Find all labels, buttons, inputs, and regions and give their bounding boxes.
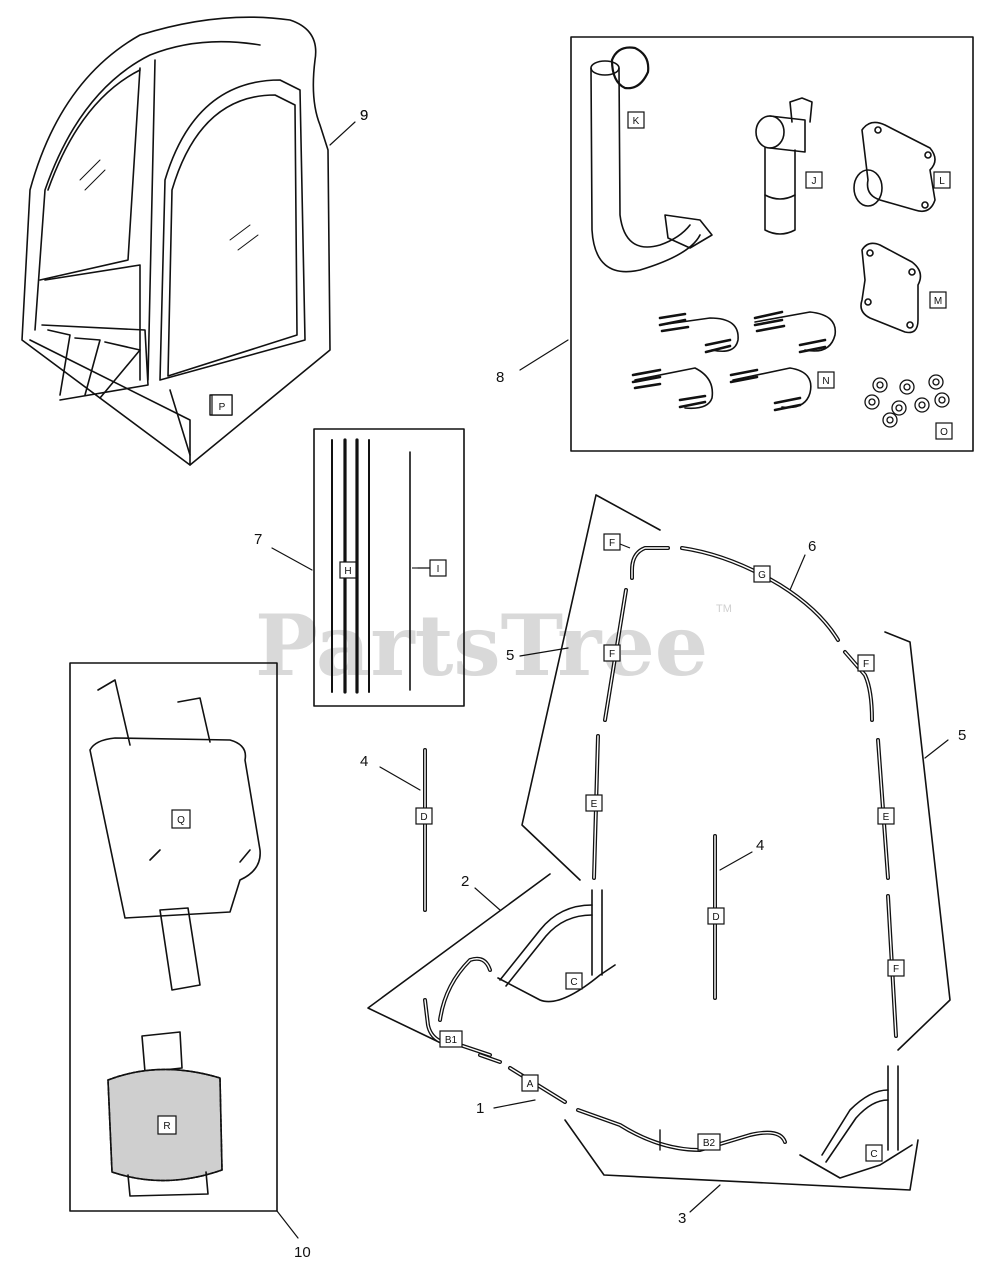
callout-5-right: 5 [958, 727, 966, 744]
label-c-right: C [870, 1149, 877, 1160]
watermark: PartsTree [255, 596, 708, 695]
callouts: 9 8 7 6 5 5 4 4 2 1 3 10 [254, 107, 966, 1261]
label-q: Q [177, 815, 185, 826]
nuts-o [864, 374, 950, 428]
label-b1: B1 [445, 1035, 458, 1046]
flange-l [853, 121, 936, 213]
label-f-left: F [609, 649, 615, 660]
weight-bag-q [89, 679, 261, 991]
rods-box [313, 428, 465, 707]
label-d-left: D [420, 812, 427, 823]
label-m: M [934, 296, 942, 307]
callout-8: 8 [496, 369, 504, 386]
callout-10: 10 [294, 1244, 311, 1261]
label-j: J [812, 176, 817, 187]
callout-3: 3 [678, 1210, 686, 1227]
label-n: N [822, 376, 829, 387]
label-a: A [527, 1079, 534, 1090]
tube-b2 [576, 1108, 787, 1152]
callout-1: 1 [476, 1100, 484, 1117]
label-f-top-right: F [863, 659, 869, 670]
plate-m [860, 242, 922, 334]
callout-4-right: 4 [756, 837, 764, 854]
label-d-right: D [712, 912, 719, 923]
label-p: P [219, 402, 226, 413]
label-h: H [344, 566, 351, 577]
callout-9: 9 [360, 107, 368, 124]
label-l: L [939, 176, 945, 187]
hardware-kit-box [570, 36, 974, 452]
label-o: O [940, 427, 948, 438]
label-e-right: E [883, 812, 890, 823]
callout-5-left: 5 [506, 647, 514, 664]
label-i: I [437, 564, 440, 575]
part-labels: P K J L M N O H I Q R G F F F E E F D D … [157, 111, 953, 1162]
enclosure-cover [21, 16, 331, 466]
callout-9: 9 [360, 107, 368, 124]
label-k: K [633, 116, 640, 127]
label-c-left: C [570, 977, 577, 988]
label-f-top-left: F [609, 538, 615, 549]
label-r: R [163, 1121, 170, 1132]
label-f-right: F [893, 964, 899, 975]
bent-tube-k [590, 46, 713, 273]
callout-7: 7 [254, 531, 262, 548]
u-bolts-n [631, 310, 837, 412]
tee-fitting-j [755, 97, 813, 235]
weights-box [69, 662, 278, 1212]
label-b2: B2 [703, 1138, 716, 1149]
label-g: G [758, 570, 766, 581]
weight-bag-r [107, 1031, 223, 1197]
callout-6: 6 [808, 538, 816, 555]
callout-2: 2 [461, 873, 469, 890]
label-e-left: E [591, 799, 598, 810]
callout-4-left: 4 [360, 753, 368, 770]
bracket-c-left [497, 889, 616, 1003]
bracket-c-right [799, 1065, 913, 1179]
watermark-trademark: TM [716, 603, 732, 615]
